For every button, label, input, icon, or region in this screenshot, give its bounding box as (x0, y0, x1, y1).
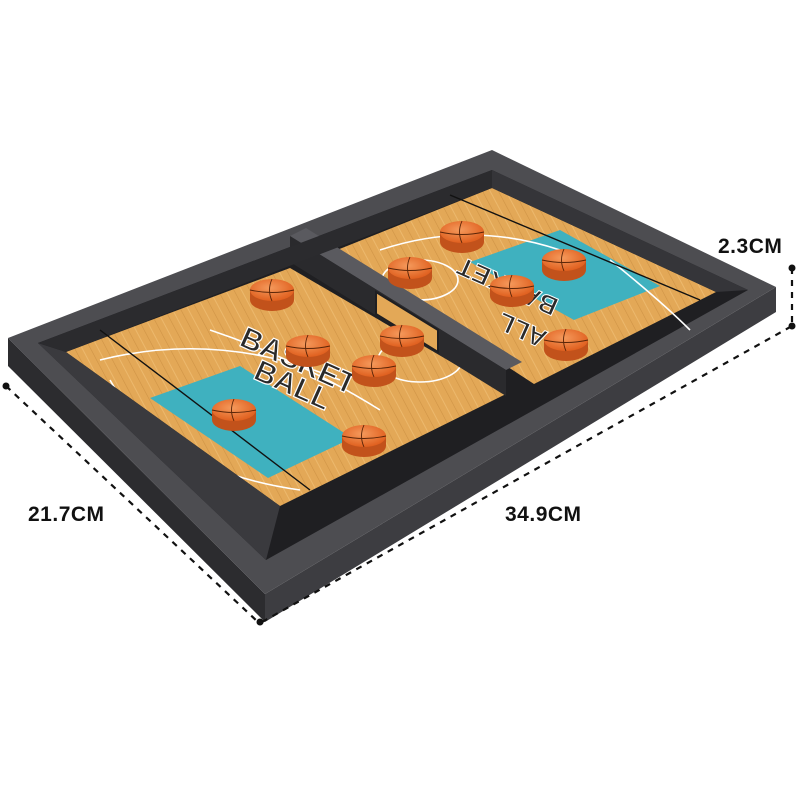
basketball-puck-icon[interactable] (341, 424, 387, 457)
inner-wall-right (492, 170, 748, 292)
basketball-puck-icon[interactable] (439, 220, 485, 253)
length-dimension-label: 34.9CM (505, 503, 582, 526)
basketball-puck-icon[interactable] (285, 334, 331, 367)
pucks (211, 220, 589, 457)
inner-wall-back (38, 170, 492, 352)
frame-front-face (8, 338, 265, 622)
basketball-puck-icon[interactable] (249, 278, 295, 311)
basketball-puck-icon[interactable] (489, 274, 535, 307)
elastic-band-near (99, 329, 311, 491)
basketball-puck-icon[interactable] (541, 248, 587, 281)
basketball-puck-icon[interactable] (379, 324, 425, 357)
dim-line-length (261, 325, 793, 623)
elastic-band-far (449, 194, 701, 301)
basketball-puck-icon[interactable] (351, 354, 397, 387)
dimension-lines (5, 268, 794, 623)
width-dimension-label: 21.7CM (28, 503, 105, 526)
dim-line-width (5, 385, 259, 623)
frame-right-face (265, 287, 776, 622)
basketball-puck-icon[interactable] (387, 256, 433, 289)
basketball-puck-icon[interactable] (211, 398, 257, 431)
center-divider (290, 228, 522, 370)
inner-wall-left (38, 343, 280, 560)
dimension-endpoints (2, 264, 796, 626)
court-near-half (66, 268, 506, 506)
height-dimension-label: 2.3CM (718, 235, 783, 258)
basketball-puck-icon[interactable] (543, 328, 589, 361)
